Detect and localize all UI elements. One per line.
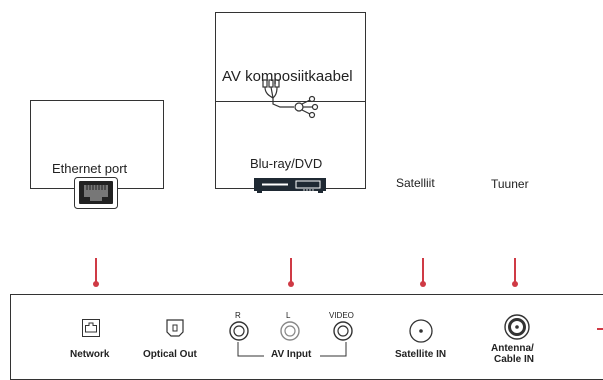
ethernet-device-box bbox=[30, 100, 164, 189]
tuner-label: Tuuner bbox=[491, 177, 529, 191]
av-input-label: AV Input bbox=[271, 349, 312, 360]
satellite-label: Satelliit bbox=[396, 176, 435, 190]
satellite-in-jack-icon bbox=[409, 319, 433, 343]
bluray-box bbox=[215, 101, 366, 189]
av-input-bracket bbox=[237, 342, 347, 357]
av-r-label: R bbox=[235, 311, 241, 320]
antenna-label-line1: Antenna/ bbox=[491, 343, 534, 354]
antenna-label-line2: Cable IN bbox=[494, 354, 535, 365]
satellite-in-label: Satellite IN bbox=[395, 349, 447, 360]
av-connector-line bbox=[290, 258, 292, 282]
ethernet-connector-line bbox=[95, 258, 97, 282]
composite-cable-icon bbox=[262, 79, 319, 119]
tuner-connector-dot bbox=[512, 281, 518, 287]
partial-connector-mark bbox=[597, 328, 603, 330]
ethernet-port-icon bbox=[74, 177, 118, 209]
av-cable-label: AV komposiitkaabel bbox=[222, 68, 353, 85]
av-r-jack-icon bbox=[229, 321, 249, 341]
back-panel bbox=[10, 294, 603, 380]
av-video-jack-icon bbox=[333, 321, 353, 341]
network-label: Network bbox=[70, 349, 110, 360]
bluray-player-icon bbox=[254, 178, 326, 193]
av-connector-dot bbox=[288, 281, 294, 287]
av-l-jack-icon bbox=[280, 321, 300, 341]
bluray-label: Blu-ray/DVD bbox=[250, 156, 323, 171]
optical-out-label: Optical Out bbox=[143, 349, 197, 360]
optical-out-icon bbox=[166, 319, 184, 337]
antenna-jack-icon bbox=[504, 314, 530, 340]
satellite-connector-dot bbox=[420, 281, 426, 287]
satellite-connector-line bbox=[422, 258, 424, 282]
tuner-connector-line bbox=[514, 258, 516, 282]
av-l-label: L bbox=[286, 311, 291, 320]
network-port-icon bbox=[82, 319, 100, 337]
av-video-label: VIDEO bbox=[329, 311, 354, 320]
ethernet-connector-dot bbox=[93, 281, 99, 287]
ethernet-label: Ethernet port bbox=[52, 161, 128, 176]
